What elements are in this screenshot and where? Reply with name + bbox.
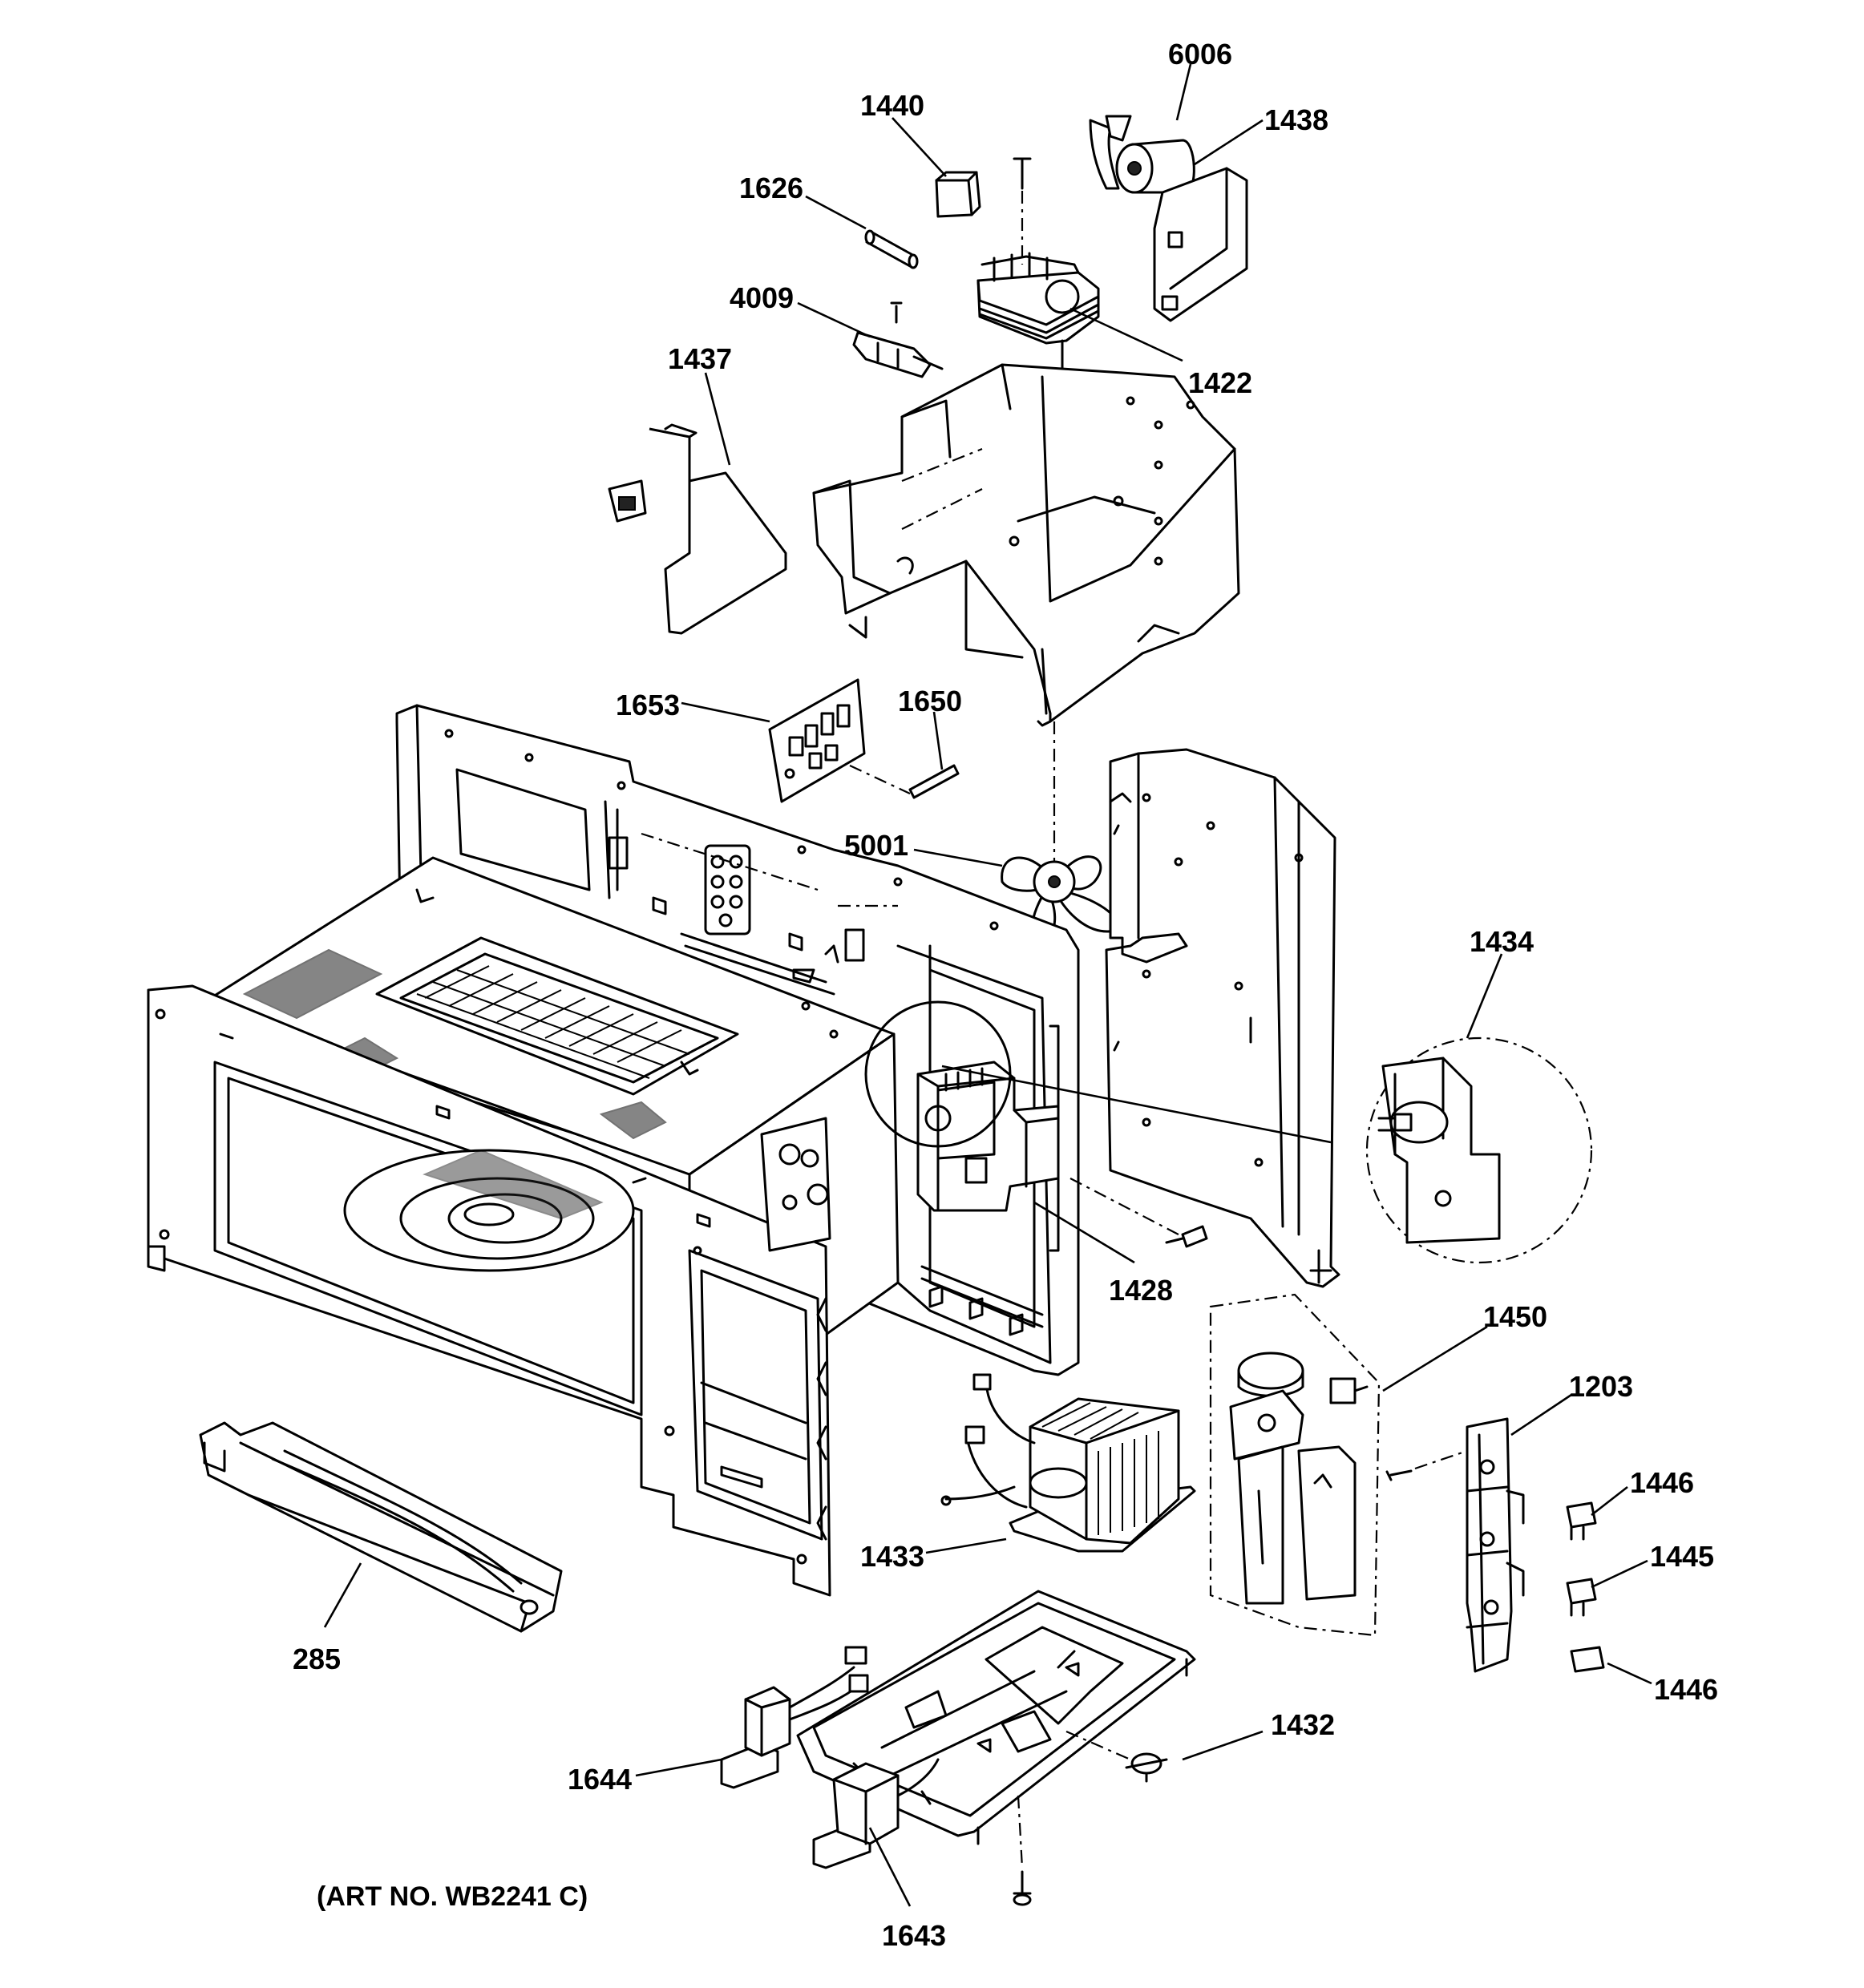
part-1422-fan-motor xyxy=(976,252,1100,386)
leader-line-1432 xyxy=(1182,1730,1264,1761)
part-1446a-switch xyxy=(1566,1501,1597,1541)
callout-1438: 1438 xyxy=(1264,103,1328,136)
callout-1446: 1446 xyxy=(1654,1673,1718,1706)
leader-line-1434 xyxy=(1466,953,1503,1039)
callout-1203: 1203 xyxy=(1569,1370,1633,1403)
part-1203-latch-board xyxy=(1466,1417,1525,1673)
part-1428-magnetron xyxy=(864,1000,1060,1212)
callout-1644: 1644 xyxy=(568,1763,632,1796)
leader-line-5001 xyxy=(913,848,1003,867)
callout-1428: 1428 xyxy=(1109,1274,1173,1307)
leader-line-1428 xyxy=(1033,1201,1135,1264)
part-front-frame xyxy=(147,984,831,1597)
callout-1433: 1433 xyxy=(860,1540,924,1573)
part-1446b-switch xyxy=(1570,1646,1605,1673)
leader-line-1437 xyxy=(704,372,731,466)
leader-line-1446 xyxy=(1607,1662,1652,1685)
leader-line-4009 xyxy=(797,301,871,338)
leader-line-1450 xyxy=(1382,1325,1488,1392)
callout-1432: 1432 xyxy=(1271,1708,1335,1741)
callout-285: 285 xyxy=(293,1643,341,1675)
part-1432-thermal-cutout xyxy=(1065,1730,1168,1783)
callout-5001: 5001 xyxy=(844,829,908,862)
part-285-light-assembly xyxy=(199,1421,563,1633)
leader-line-1644 xyxy=(635,1758,722,1777)
leader-line-1653 xyxy=(681,701,770,723)
leader-line-6006 xyxy=(1175,63,1192,121)
part-screw-mid xyxy=(1069,1178,1208,1248)
part-side-duct-panel xyxy=(1105,748,1340,1288)
callout-1643: 1643 xyxy=(882,1919,946,1952)
part-1653-control-board xyxy=(768,678,866,803)
part-1650-fuse xyxy=(849,764,960,799)
part-screw-right xyxy=(1385,1449,1468,1481)
part-1437-bracket xyxy=(608,423,787,635)
leader-line-1433 xyxy=(925,1537,1007,1554)
part-1440-capacitor xyxy=(935,171,981,218)
part-6006-1438-cap-bracket xyxy=(1089,115,1248,322)
part-4009-fuse-holder xyxy=(852,301,944,378)
part-1434-thermostat-detail xyxy=(941,1036,1593,1264)
leader-line-1626 xyxy=(805,195,867,230)
leader-line-1445 xyxy=(1591,1559,1648,1589)
callout-1653: 1653 xyxy=(616,689,680,721)
part-1644-transformer xyxy=(720,1646,869,1789)
part-1450-switch-assembly xyxy=(1209,1293,1381,1637)
part-1626-fuse xyxy=(864,229,919,269)
callout-1422: 1422 xyxy=(1188,366,1252,399)
part-screw-top xyxy=(1013,157,1032,265)
callout-labels: 6006 1440 1438 1626 4009 1422 1437 1653 1650 5001… xyxy=(293,38,1718,1952)
callout-1437: 1437 xyxy=(668,342,732,375)
leader-line-1643 xyxy=(868,1827,912,1907)
callout-1446: 1446 xyxy=(1630,1466,1694,1499)
callout-6006: 6006 xyxy=(1168,38,1232,71)
leader-line-1422 xyxy=(1069,307,1183,362)
callout-1626: 1626 xyxy=(739,172,803,204)
callout-1450: 1450 xyxy=(1483,1300,1547,1333)
leader-line-1446 xyxy=(1591,1485,1628,1517)
leader-line-1650 xyxy=(932,711,944,770)
leader-line-285 xyxy=(323,1562,362,1628)
callout-1440: 1440 xyxy=(860,89,924,122)
callout-4009: 4009 xyxy=(730,281,794,314)
part-screw-bottom xyxy=(1013,1795,1032,1906)
part-air-duct-housing xyxy=(812,363,1240,727)
leader-line-1440 xyxy=(892,117,947,177)
callout-1650: 1650 xyxy=(898,685,962,717)
art-number: (ART NO. WB2241 C) xyxy=(317,1881,588,1912)
callout-1434: 1434 xyxy=(1470,925,1534,958)
part-1643-transformer xyxy=(812,1758,940,1869)
leader-line-1203 xyxy=(1510,1393,1572,1436)
callout-1445: 1445 xyxy=(1650,1540,1714,1573)
part-1433-transformer xyxy=(940,1373,1196,1553)
part-1445-switch xyxy=(1566,1578,1597,1617)
leader-line-1438 xyxy=(1194,119,1264,166)
